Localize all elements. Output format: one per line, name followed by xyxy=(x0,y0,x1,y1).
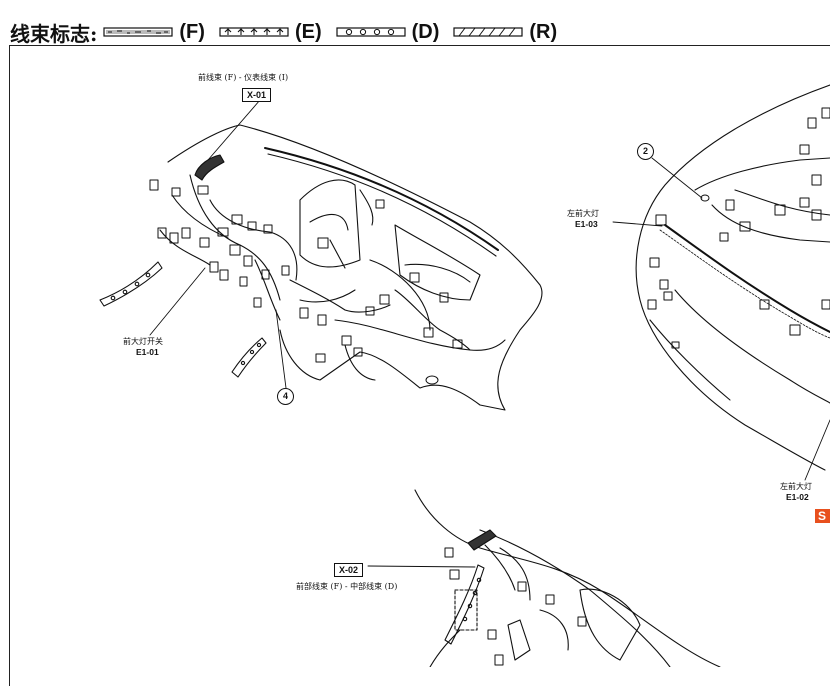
x02-description: 前部线束 (F) - 中部线束 (D) xyxy=(296,582,398,591)
e101-code: E1-01 xyxy=(136,347,159,357)
leader-lines xyxy=(149,99,830,568)
callout-4: 4 xyxy=(277,388,294,405)
dotted-harness-swatch xyxy=(103,27,173,37)
legend-item-f: (F) xyxy=(103,21,205,44)
legend-item-d: (D) xyxy=(336,20,440,44)
legend-code-f: (F) xyxy=(179,20,205,43)
legend-code-e: (E) xyxy=(294,20,322,43)
x01-description: 前线束 (F) - 仪表线束 (I) xyxy=(198,73,289,82)
x01-code: X-01 xyxy=(242,88,272,102)
instrument-panel-drawing xyxy=(99,124,543,411)
x02-code: X-02 xyxy=(334,563,364,577)
diagram-frame xyxy=(9,45,830,686)
callout-2: 2 xyxy=(637,143,654,160)
legend-code-r: (R) xyxy=(529,20,558,43)
e102-code: E1-02 xyxy=(786,492,809,502)
brand-logo: S xyxy=(815,509,830,523)
e103-description: 左前大灯 xyxy=(567,209,599,218)
legend-code-d: (D) xyxy=(411,20,440,43)
hatched-harness-swatch xyxy=(453,27,523,37)
legend-item-r: (R) xyxy=(453,21,557,44)
floor-harness-drawing xyxy=(414,489,721,667)
arrow-harness-swatch xyxy=(219,27,289,37)
e101-description: 前大灯开关 xyxy=(123,337,163,346)
engine-bay-drawing xyxy=(635,84,830,471)
circle-harness-swatch xyxy=(336,27,406,37)
harness-legend: 线束标志: (F) (E) (D) (R) xyxy=(10,18,571,46)
e103-code: E1-03 xyxy=(575,219,598,229)
legend-title: 线束标志: xyxy=(10,21,98,46)
legend-item-e: (E) xyxy=(219,21,322,44)
wiring-harness-drawing xyxy=(99,84,830,667)
e102-description: 左前大灯 xyxy=(780,482,812,491)
